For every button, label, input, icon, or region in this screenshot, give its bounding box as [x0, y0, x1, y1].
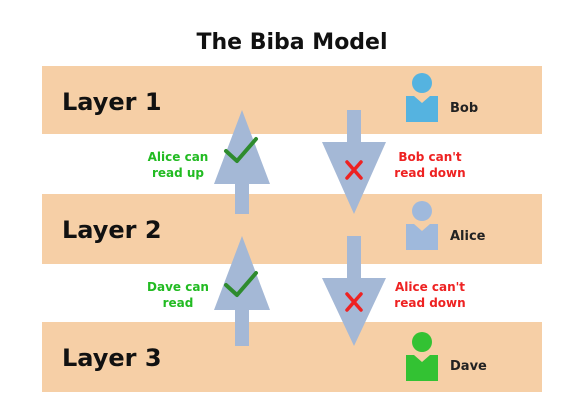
layer-3-band [42, 322, 542, 392]
layer-2-band [42, 194, 542, 264]
layer-label: Layer 1 [62, 88, 162, 116]
note-line: Dave can [147, 280, 209, 294]
note-line: read down [394, 296, 466, 310]
allowed-note: Alice can read up [136, 149, 220, 181]
user-icon [406, 73, 438, 122]
layer-label: Layer 3 [62, 344, 162, 372]
cross-icon [345, 160, 363, 180]
user-icon [406, 332, 438, 381]
note-line: Bob can't [398, 150, 462, 164]
person-name-alice: Alice [450, 229, 486, 244]
denied-note: Bob can't read down [386, 149, 474, 181]
note-line: read down [394, 166, 466, 180]
person-name-dave: Dave [450, 359, 487, 374]
check-icon [224, 137, 258, 163]
cross-icon [345, 292, 363, 312]
note-line: read [162, 296, 194, 310]
note-line: read up [151, 166, 205, 180]
denied-note: Alice can't read down [384, 279, 476, 311]
up-arrow-icon [214, 110, 270, 214]
note-line: Alice can't [394, 280, 466, 294]
layer-1-band [42, 66, 542, 134]
check-icon [224, 271, 258, 297]
person-name-bob: Bob [450, 101, 479, 116]
down-arrow-icon [322, 110, 386, 214]
note-line: Alice can [147, 150, 209, 164]
layer-label: Layer 2 [62, 216, 162, 244]
down-arrow-icon [322, 236, 386, 346]
user-icon [406, 201, 438, 250]
diagram-title: The Biba Model [196, 30, 388, 55]
allowed-note: Dave can read [136, 279, 220, 311]
